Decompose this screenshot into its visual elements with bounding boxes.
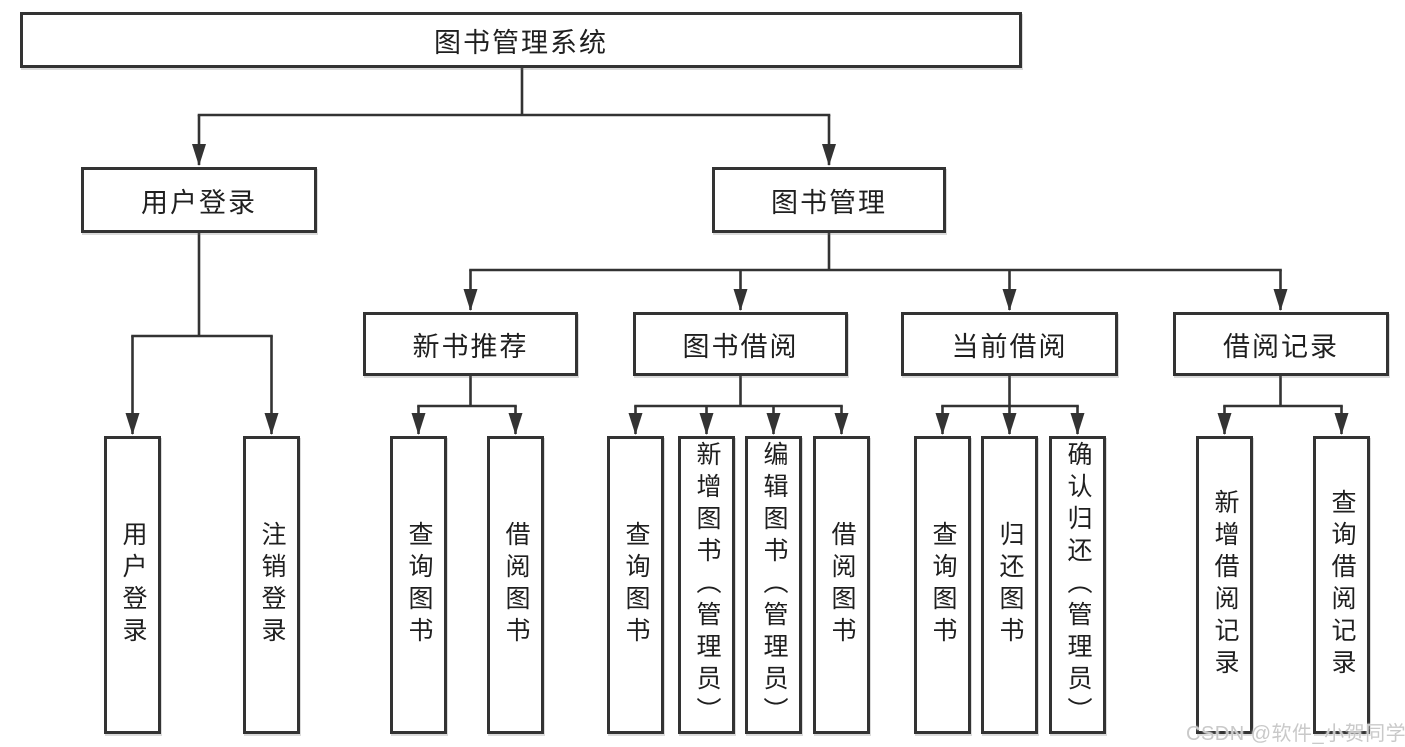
node-borrowing-records: 借阅记录 — [1173, 312, 1389, 376]
leaf-add-books-admin: 新增图书（管理员） — [678, 436, 735, 734]
node-new-book-recommendation: 新书推荐 — [363, 312, 578, 376]
leaf-borrow-books: 借阅图书 — [813, 436, 870, 734]
leaf-query-books-borrowing: 查询图书 — [607, 436, 664, 734]
node-library-management-system: 图书管理系统 — [20, 12, 1022, 68]
leaf-edit-books-admin: 编辑图书（管理员） — [745, 436, 802, 734]
node-user-login-group: 用户登录 — [81, 167, 317, 233]
leaf-query-borrow-record: 查询借阅记录 — [1313, 436, 1370, 734]
leaf-query-books-recommend: 查询图书 — [390, 436, 447, 734]
leaf-user-login: 用户登录 — [104, 436, 161, 734]
node-book-management: 图书管理 — [712, 167, 946, 233]
leaf-return-books: 归还图书 — [981, 436, 1038, 734]
leaf-add-borrow-record: 新增借阅记录 — [1196, 436, 1253, 734]
csdn-watermark: CSDN @软件_小贺同学 — [1186, 723, 1405, 745]
leaf-query-books-current: 查询图书 — [914, 436, 971, 734]
node-current-borrowing: 当前借阅 — [901, 312, 1118, 376]
leaf-confirm-return-admin: 确认归还（管理员） — [1049, 436, 1106, 734]
node-book-borrowing: 图书借阅 — [633, 312, 848, 376]
leaf-borrow-books-recommend: 借阅图书 — [487, 436, 544, 734]
leaf-logout: 注销登录 — [243, 436, 300, 734]
